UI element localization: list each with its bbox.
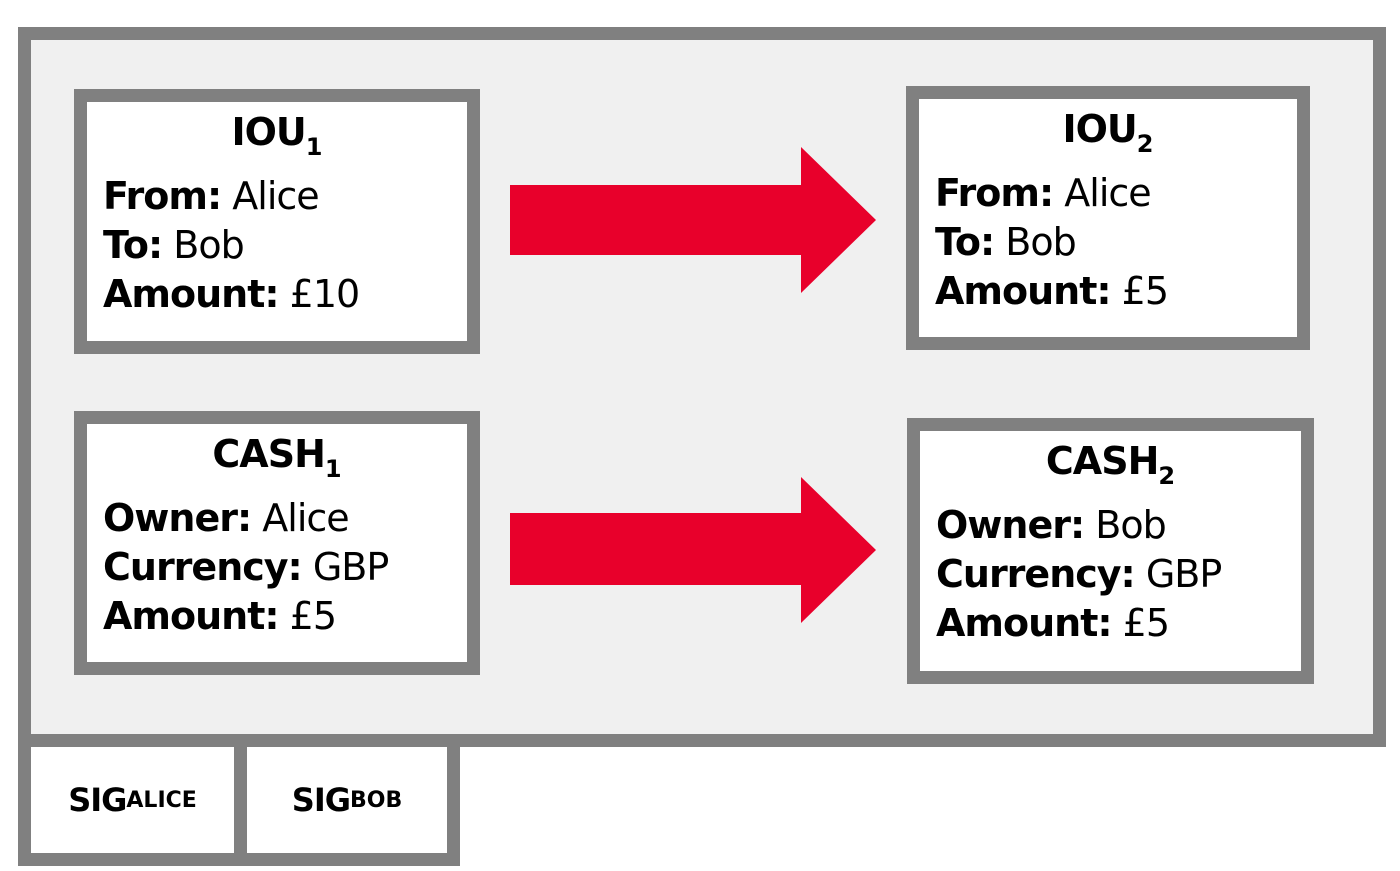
iou-input-state: IOU1 From: Alice To: Bob Amount: £10 <box>74 89 480 354</box>
currency-row: Currency: GBP <box>936 552 1222 596</box>
state-title: CASH1 <box>212 432 342 483</box>
from-row: From: Alice <box>103 174 320 218</box>
owner-row: Owner: Bob <box>936 503 1167 547</box>
state-title: IOU2 <box>1062 107 1154 158</box>
state-title: CASH2 <box>1045 439 1176 490</box>
state-title: IOU1 <box>231 110 323 161</box>
to-row: To: Bob <box>935 220 1077 264</box>
to-row: To: Bob <box>103 223 245 267</box>
amount-row: Amount: £5 <box>936 601 1170 645</box>
amount-row: Amount: £5 <box>935 269 1169 313</box>
cash-transition-arrow <box>510 477 876 623</box>
amount-row: Amount: £5 <box>103 594 337 638</box>
currency-row: Currency: GBP <box>103 545 389 589</box>
iou-transition-arrow <box>510 147 876 293</box>
cash-input-state: CASH1 Owner: Alice Currency: GBP Amount:… <box>74 411 480 675</box>
arrow-shape <box>510 477 876 623</box>
cash-output-state: CASH2 Owner: Bob Currency: GBP Amount: £… <box>907 418 1314 684</box>
amount-row: Amount: £10 <box>103 272 360 316</box>
arrow-shape <box>510 147 876 293</box>
from-row: From: Alice <box>935 171 1152 215</box>
iou-output-state: IOU2 From: Alice To: Bob Amount: £5 <box>906 86 1310 350</box>
owner-row: Owner: Alice <box>103 496 350 540</box>
